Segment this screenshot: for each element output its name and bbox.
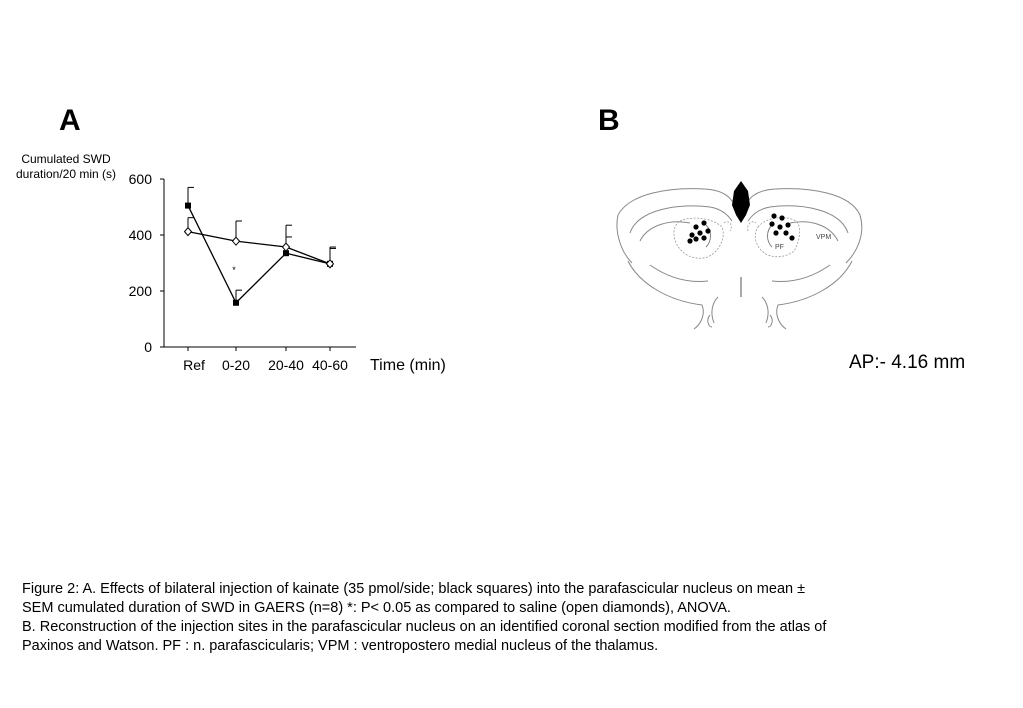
lower-inner-right — [771, 264, 831, 282]
injection-site-dot — [705, 228, 711, 234]
vpm-label: VPM — [816, 234, 831, 241]
fasciculus-right — [767, 224, 773, 248]
bottom-shape-left — [707, 296, 719, 328]
y-axis-label-line2: duration/20 min (s) — [15, 167, 117, 181]
cortex-inner-line-left — [629, 205, 733, 234]
injection-site-dot — [769, 221, 775, 227]
series-line-saline — [187, 231, 331, 265]
y-tick-label: 200 — [129, 283, 153, 299]
series-line-kainate — [187, 205, 331, 304]
x-tick-label: Ref — [183, 357, 205, 373]
caption-line-2: SEM cumulated duration of SWD in GAERS (… — [22, 600, 731, 616]
caption-line-1: Figure 2: A. Effects of bilateral inject… — [22, 581, 806, 597]
injection-site-dot — [773, 230, 779, 236]
data-point-square — [185, 202, 191, 209]
pf-outline-left — [673, 217, 724, 259]
brain-outer-contour — [617, 188, 863, 264]
figure-caption: Figure 2: A. Effects of bilateral inject… — [22, 580, 1012, 656]
injection-site-dot — [689, 232, 695, 238]
caption-line-4: Paxinos and Watson. PF : n. parafascicul… — [22, 638, 659, 654]
y-tick-label: 0 — [144, 339, 152, 355]
lower-structure-left — [627, 260, 704, 330]
fasciculus-left — [705, 224, 711, 248]
y-axis-label-line1: Cumulated SWD — [21, 152, 111, 166]
injection-site-dot — [771, 213, 777, 219]
data-point-diamond — [183, 226, 193, 237]
midline-nuclei-outline — [723, 221, 757, 232]
y-tick-label: 400 — [129, 227, 153, 243]
data-point-square — [283, 250, 289, 257]
x-tick-label: 0-20 — [222, 357, 250, 373]
third-ventricle-shape — [732, 181, 750, 223]
injection-site-dot — [777, 224, 783, 230]
injection-sites — [687, 213, 795, 244]
injection-site-dot — [779, 215, 785, 221]
lower-structure-right — [776, 260, 853, 330]
panel-a-label: A — [59, 104, 81, 137]
y-tick-label: 600 — [129, 171, 153, 187]
cortex-inner-line-right — [747, 205, 849, 234]
caption-line-3: B. Reconstruction of the injection sites… — [22, 619, 827, 635]
injection-site-dot — [701, 235, 707, 241]
injection-site-dot — [789, 235, 795, 241]
coronal-section-diagram: VPM PF — [616, 181, 863, 330]
ventricle-right-arc — [789, 221, 839, 242]
x-tick-label: 20-40 — [268, 357, 304, 373]
panel-b-label: B — [598, 104, 620, 137]
brain-left-lower-contour — [616, 214, 633, 264]
lower-inner-left — [649, 264, 709, 282]
data-point-square — [233, 299, 239, 306]
data-point-diamond — [325, 259, 335, 269]
injection-site-dot — [687, 238, 693, 244]
injection-site-dot — [783, 230, 789, 236]
data-point-diamond — [281, 242, 291, 252]
data-point-diamond — [231, 236, 241, 246]
injection-site-dot — [697, 230, 703, 236]
pf-label: PF — [775, 244, 784, 251]
injection-site-dot — [693, 236, 699, 242]
injection-site-dot — [693, 224, 699, 230]
y-axis-label: Cumulated SWD duration/20 min (s) — [6, 152, 126, 182]
ap-coordinate-label: AP:- 4.16 mm — [849, 352, 966, 373]
x-tick-label: 40-60 — [312, 357, 348, 373]
injection-site-dot — [785, 222, 791, 228]
injection-site-dot — [701, 220, 707, 226]
bottom-shape-right — [761, 296, 773, 328]
significance-asterisk: * — [232, 265, 236, 275]
ventricle-left-arc — [639, 221, 691, 242]
pf-outline-right — [754, 217, 800, 258]
x-axis-label: Time (min) — [370, 357, 446, 374]
